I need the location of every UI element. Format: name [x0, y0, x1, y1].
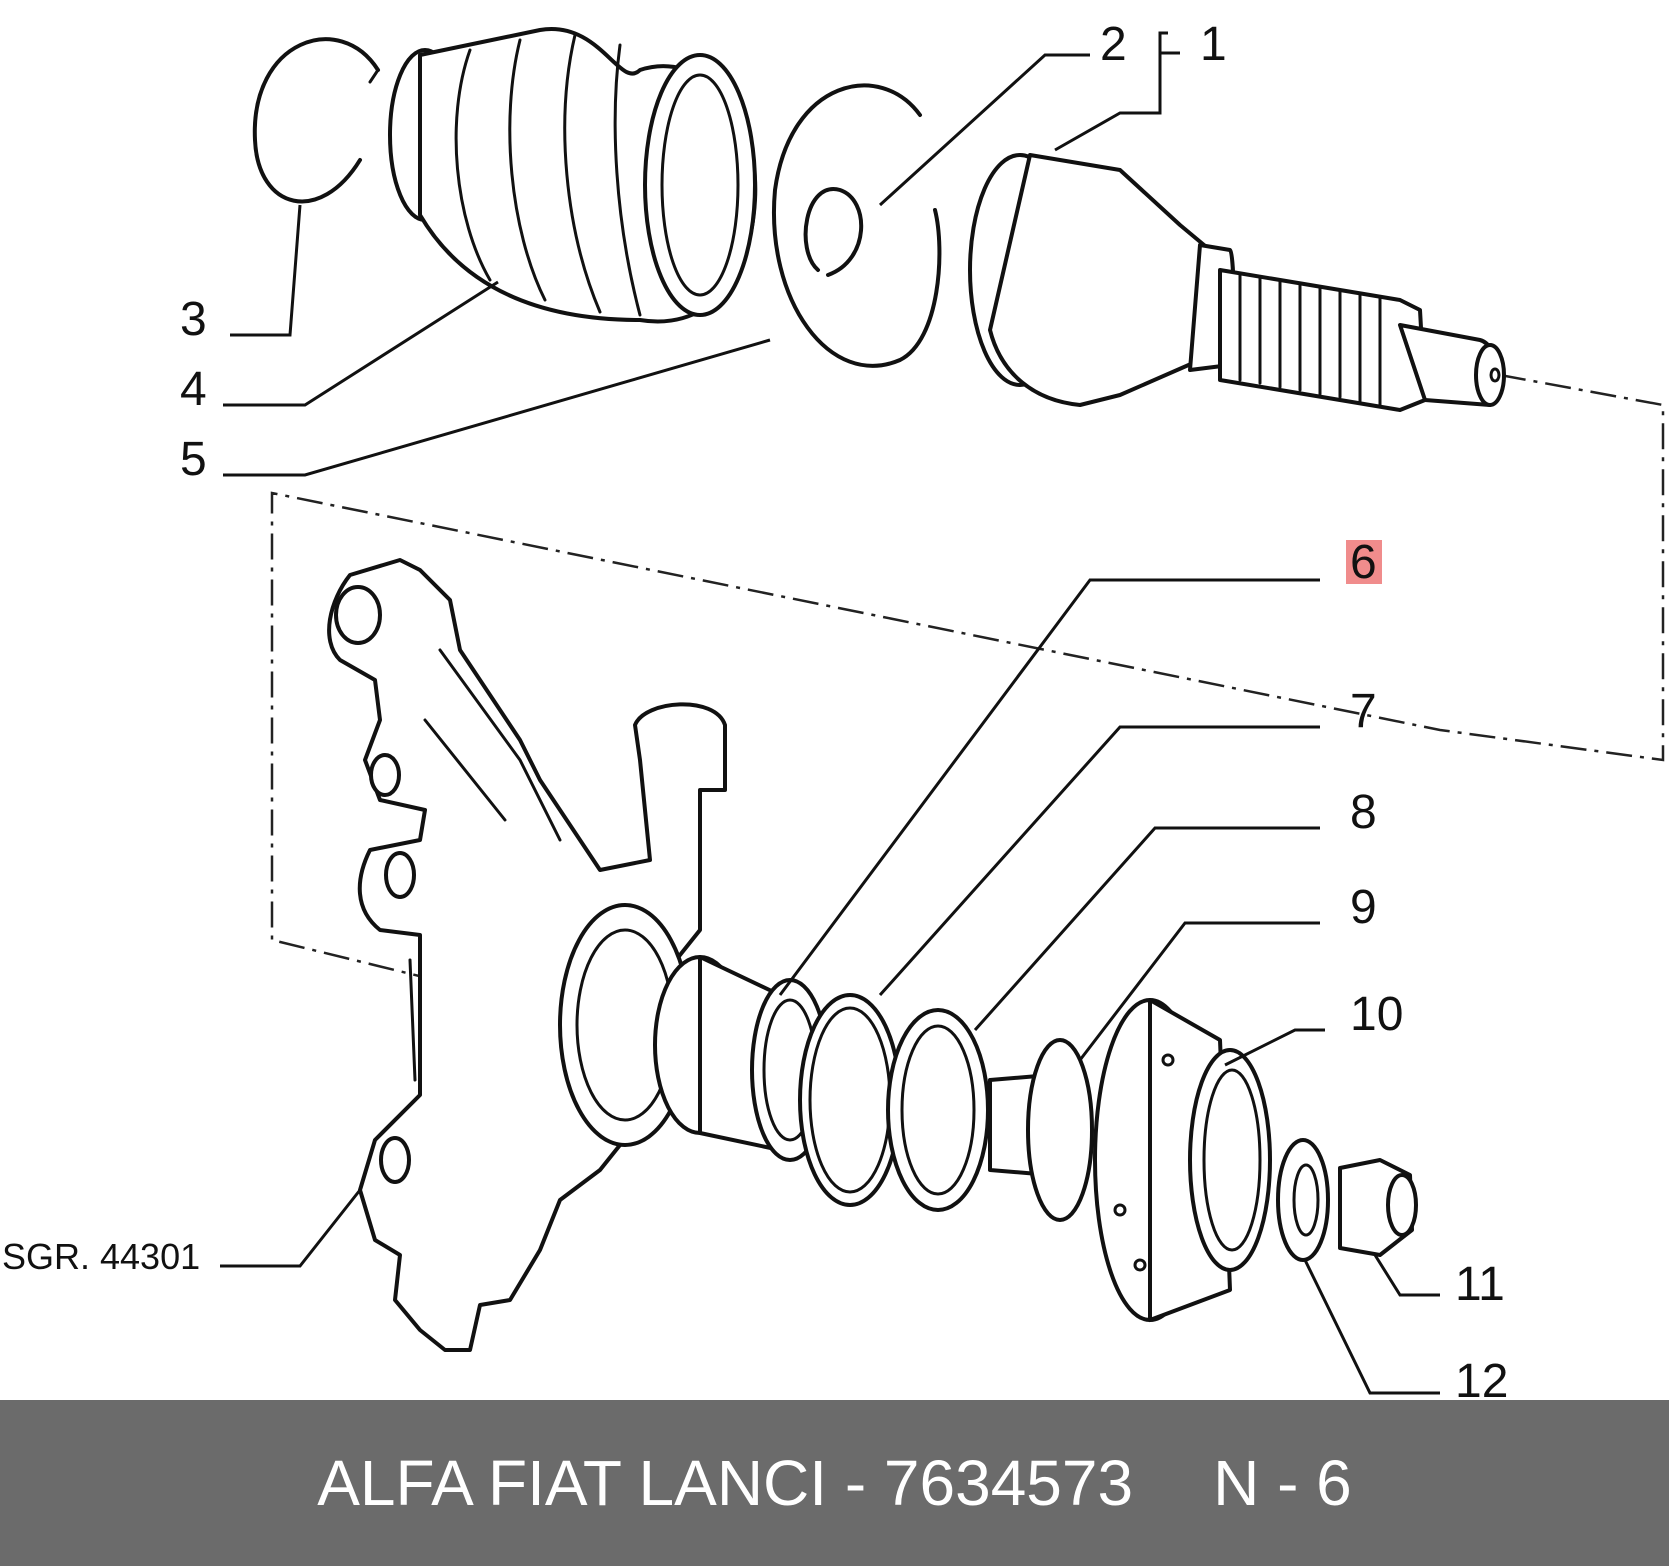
part-8-ring — [886, 1008, 990, 1212]
part-11-hub-nut — [1338, 1158, 1418, 1257]
part-7-seal-ring — [798, 993, 902, 1207]
part-12-washer — [1276, 1138, 1330, 1262]
callout-1: 1 — [1200, 18, 1227, 71]
callout-3: 3 — [180, 293, 207, 346]
callout-labels: 1 2 3 4 5 6 7 8 9 10 11 12 SGR. 44301 — [2, 18, 1508, 1400]
callout-9: 9 — [1350, 881, 1377, 934]
callout-11: 11 — [1455, 1258, 1505, 1311]
footer-caption: ALFA FIAT LANCI - 7634573 N - 6 — [317, 1446, 1352, 1520]
part-1-cv-joint — [968, 153, 1506, 412]
callout-12: 12 — [1455, 1355, 1508, 1400]
leader-lines — [220, 31, 1440, 1395]
part-2-circlip — [803, 187, 864, 277]
footer-part-number: ALFA FIAT LANCI - 7634573 — [317, 1447, 1134, 1519]
callout-10: 10 — [1350, 988, 1403, 1041]
part-6-bearing-sleeve — [653, 955, 830, 1162]
callout-8: 8 — [1350, 786, 1377, 839]
part-3-snap-ring — [252, 37, 380, 204]
assembly-axis-lines — [270, 373, 1665, 1032]
reference-sgr: SGR. 44301 — [2, 1236, 200, 1277]
part-4-boot — [388, 27, 758, 324]
callout-6: 6 — [1350, 536, 1377, 589]
callout-4: 4 — [180, 363, 207, 416]
callout-6-highlight — [1346, 540, 1382, 584]
footer-bar: ALFA FIAT LANCI - 7634573 N - 6 — [0, 1400, 1669, 1566]
exploded-view-drawing: 1 2 3 4 5 6 7 8 9 10 11 12 SGR. 44301 — [2, 18, 1665, 1400]
footer-position: N - 6 — [1213, 1447, 1352, 1519]
part-10-wheel-hub — [988, 998, 1272, 1322]
steering-knuckle — [327, 558, 727, 1352]
callout-5: 5 — [180, 433, 207, 486]
callout-7: 7 — [1350, 685, 1377, 738]
callout-2: 2 — [1100, 18, 1127, 71]
